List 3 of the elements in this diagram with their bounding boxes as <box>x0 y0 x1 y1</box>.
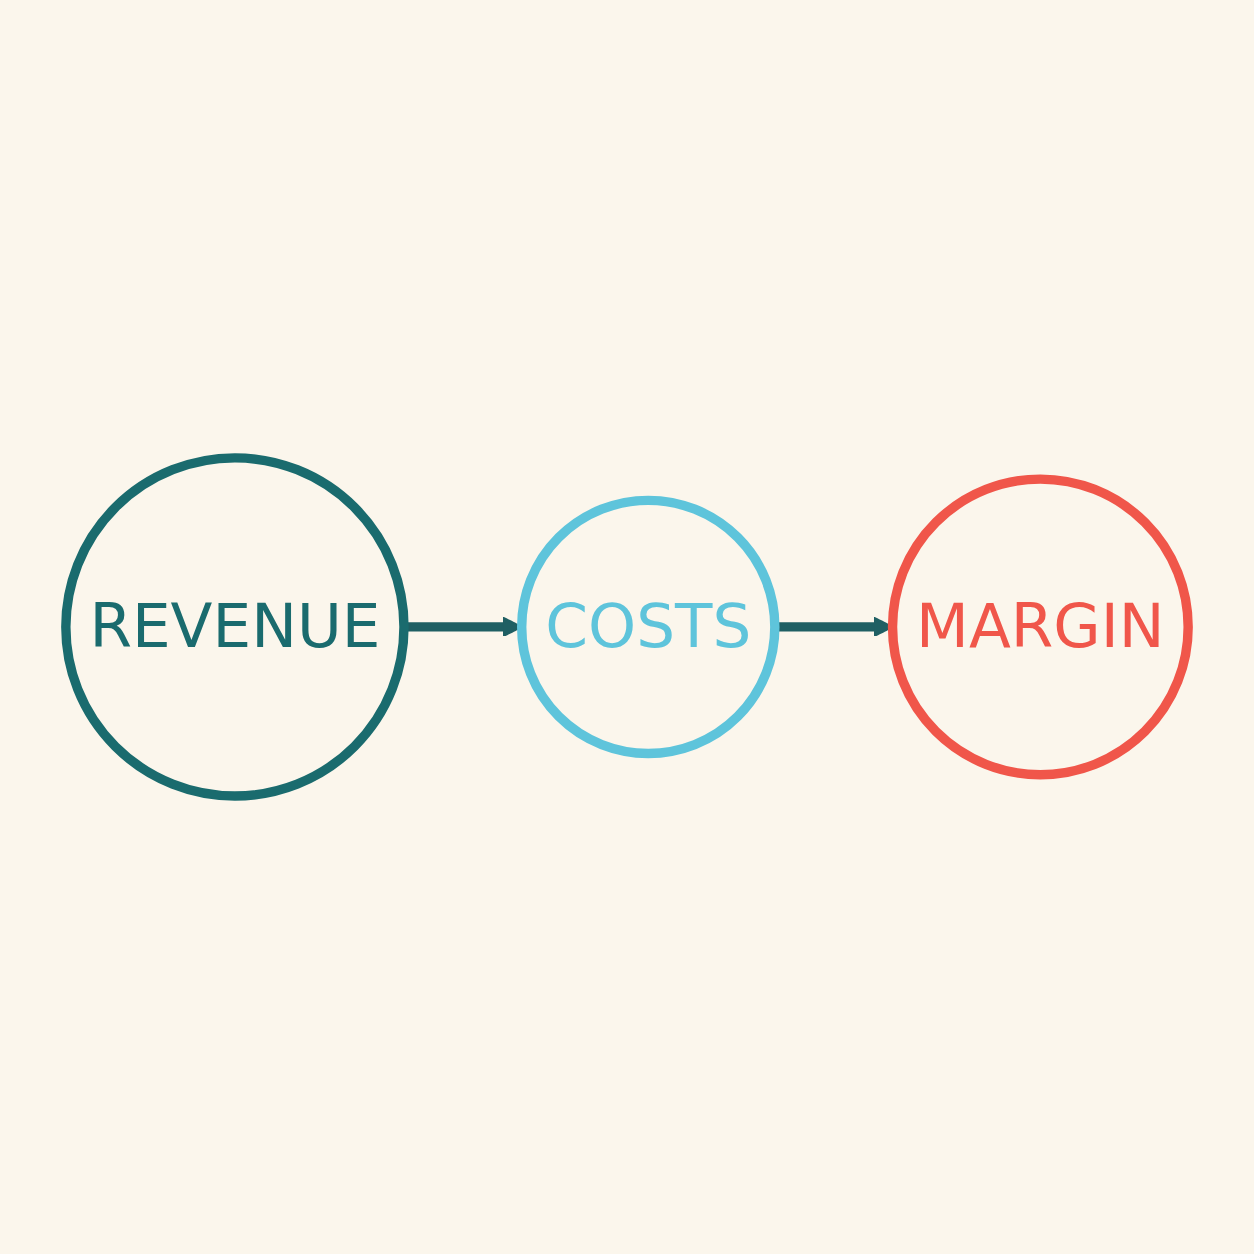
node-circle: REVENUE <box>61 453 409 801</box>
node-circle: COSTS <box>517 495 780 759</box>
node-circle: MARGIN <box>887 474 1193 780</box>
